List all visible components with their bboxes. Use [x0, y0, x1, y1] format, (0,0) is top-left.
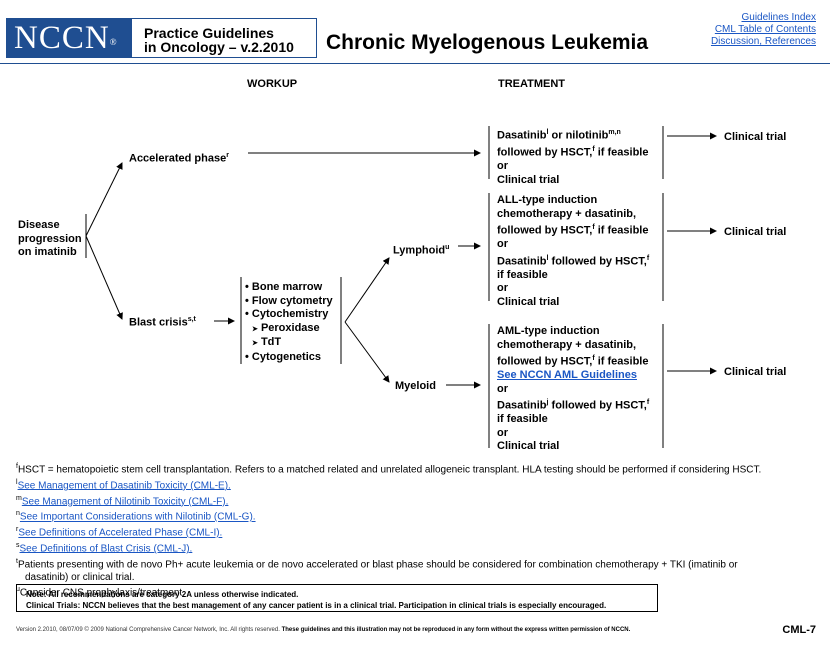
copyright-footer: Version 2.2010, 08/07/09 © 2009 National…	[16, 627, 631, 633]
page-number: CML-7	[782, 624, 816, 636]
discussion-references-link[interactable]: Discussion, References	[710, 36, 816, 47]
arrow-to-myeloid	[344, 321, 390, 383]
footnote-t-cont: dasatinib) or clinical trial.	[25, 571, 135, 583]
guidelines-version-box: Practice Guidelines in Oncology – v.2.20…	[131, 18, 317, 58]
footnote-l: lSee Management of Dasatinib Toxicity (C…	[16, 478, 231, 492]
lymphoid-node: Lymphoidu	[393, 244, 450, 257]
clinical-trial-outcome-3: Clinical trial	[724, 366, 787, 378]
footnote-r: rSee Definitions of Accelerated Phase (C…	[16, 526, 223, 539]
footnote-u: uConsider CNS prophylaxis/treatment.	[16, 586, 185, 599]
nccn-logo: NCCN®	[6, 18, 131, 58]
aml-guidelines-link[interactable]: See NCCN AML Guidelines	[497, 369, 637, 382]
workup-tdt: ➤ TdT	[252, 336, 282, 348]
guidelines-index-link[interactable]: Guidelines Index	[741, 12, 817, 23]
footnotes: fHSCT = hematopoietic stem cell transpla…	[16, 461, 816, 600]
accelerated-phase-node: Accelerated phaser	[129, 152, 229, 165]
arrow-to-lymphoid	[344, 257, 390, 323]
footnote-s: sSee Definitions of Blast Crisis (CML-J)…	[16, 542, 193, 555]
accelerated-treatment: Dasatinibl or nilotinibm,n followed by H…	[497, 129, 649, 186]
clinical-trial-outcome-2: Clinical trial	[724, 226, 787, 238]
guidelines-line1: Practice Guidelines	[144, 25, 274, 41]
header-rule	[0, 63, 830, 64]
note-line1: Note: All recommendations are category 2…	[26, 590, 299, 599]
note-line2: Clinical Trials: NCCN believes that the …	[26, 601, 607, 610]
clinical-trial-outcome-1: Clinical trial	[724, 131, 787, 143]
footnote-m: mSee Management of Nilotinib Toxicity (C…	[16, 494, 229, 507]
workup-bone-marrow: • Bone marrow	[245, 281, 323, 293]
footnote-f: fHSCT = hematopoietic stem cell transpla…	[16, 463, 762, 476]
lymphoid-treatment: ALL-type induction chemotherapy + dasati…	[497, 194, 650, 308]
guidelines-line2: in Oncology – v.2.2010	[144, 39, 294, 55]
workup-flow-cytometry: • Flow cytometry	[245, 294, 333, 307]
myeloid-treatment: AML-type induction chemotherapy + dasati…	[497, 325, 650, 453]
header-links: Guidelines Index CML Table of Contents D…	[711, 12, 816, 48]
myeloid-node: Myeloid	[395, 380, 436, 392]
workup-cytogenetics: • Cytogenetics	[245, 350, 321, 363]
workup-cytochemistry: • Cytochemistry	[245, 308, 329, 320]
treatment-heading: TREATMENT	[498, 78, 566, 90]
blast-workup-list: • Bone marrow • Flow cytometry • Cytoche…	[245, 281, 333, 364]
arrow-to-accelerated	[85, 162, 123, 237]
blast-crisis-node: Blast crisiss,t	[129, 316, 196, 329]
workup-peroxidase: ➤ Peroxidase	[252, 321, 320, 334]
footnote-t: tPatients presenting with de novo Ph+ ac…	[16, 557, 738, 571]
page-title: Chronic Myelogenous Leukemia	[326, 31, 649, 54]
cml-toc-link[interactable]: CML Table of Contents	[714, 24, 816, 35]
arrow-to-blast	[85, 235, 123, 320]
workup-heading: WORKUP	[247, 78, 298, 90]
note-box: Note: All recommendations are category 2…	[16, 584, 658, 612]
footnote-n: nSee Important Considerations with Nilot…	[16, 510, 256, 523]
